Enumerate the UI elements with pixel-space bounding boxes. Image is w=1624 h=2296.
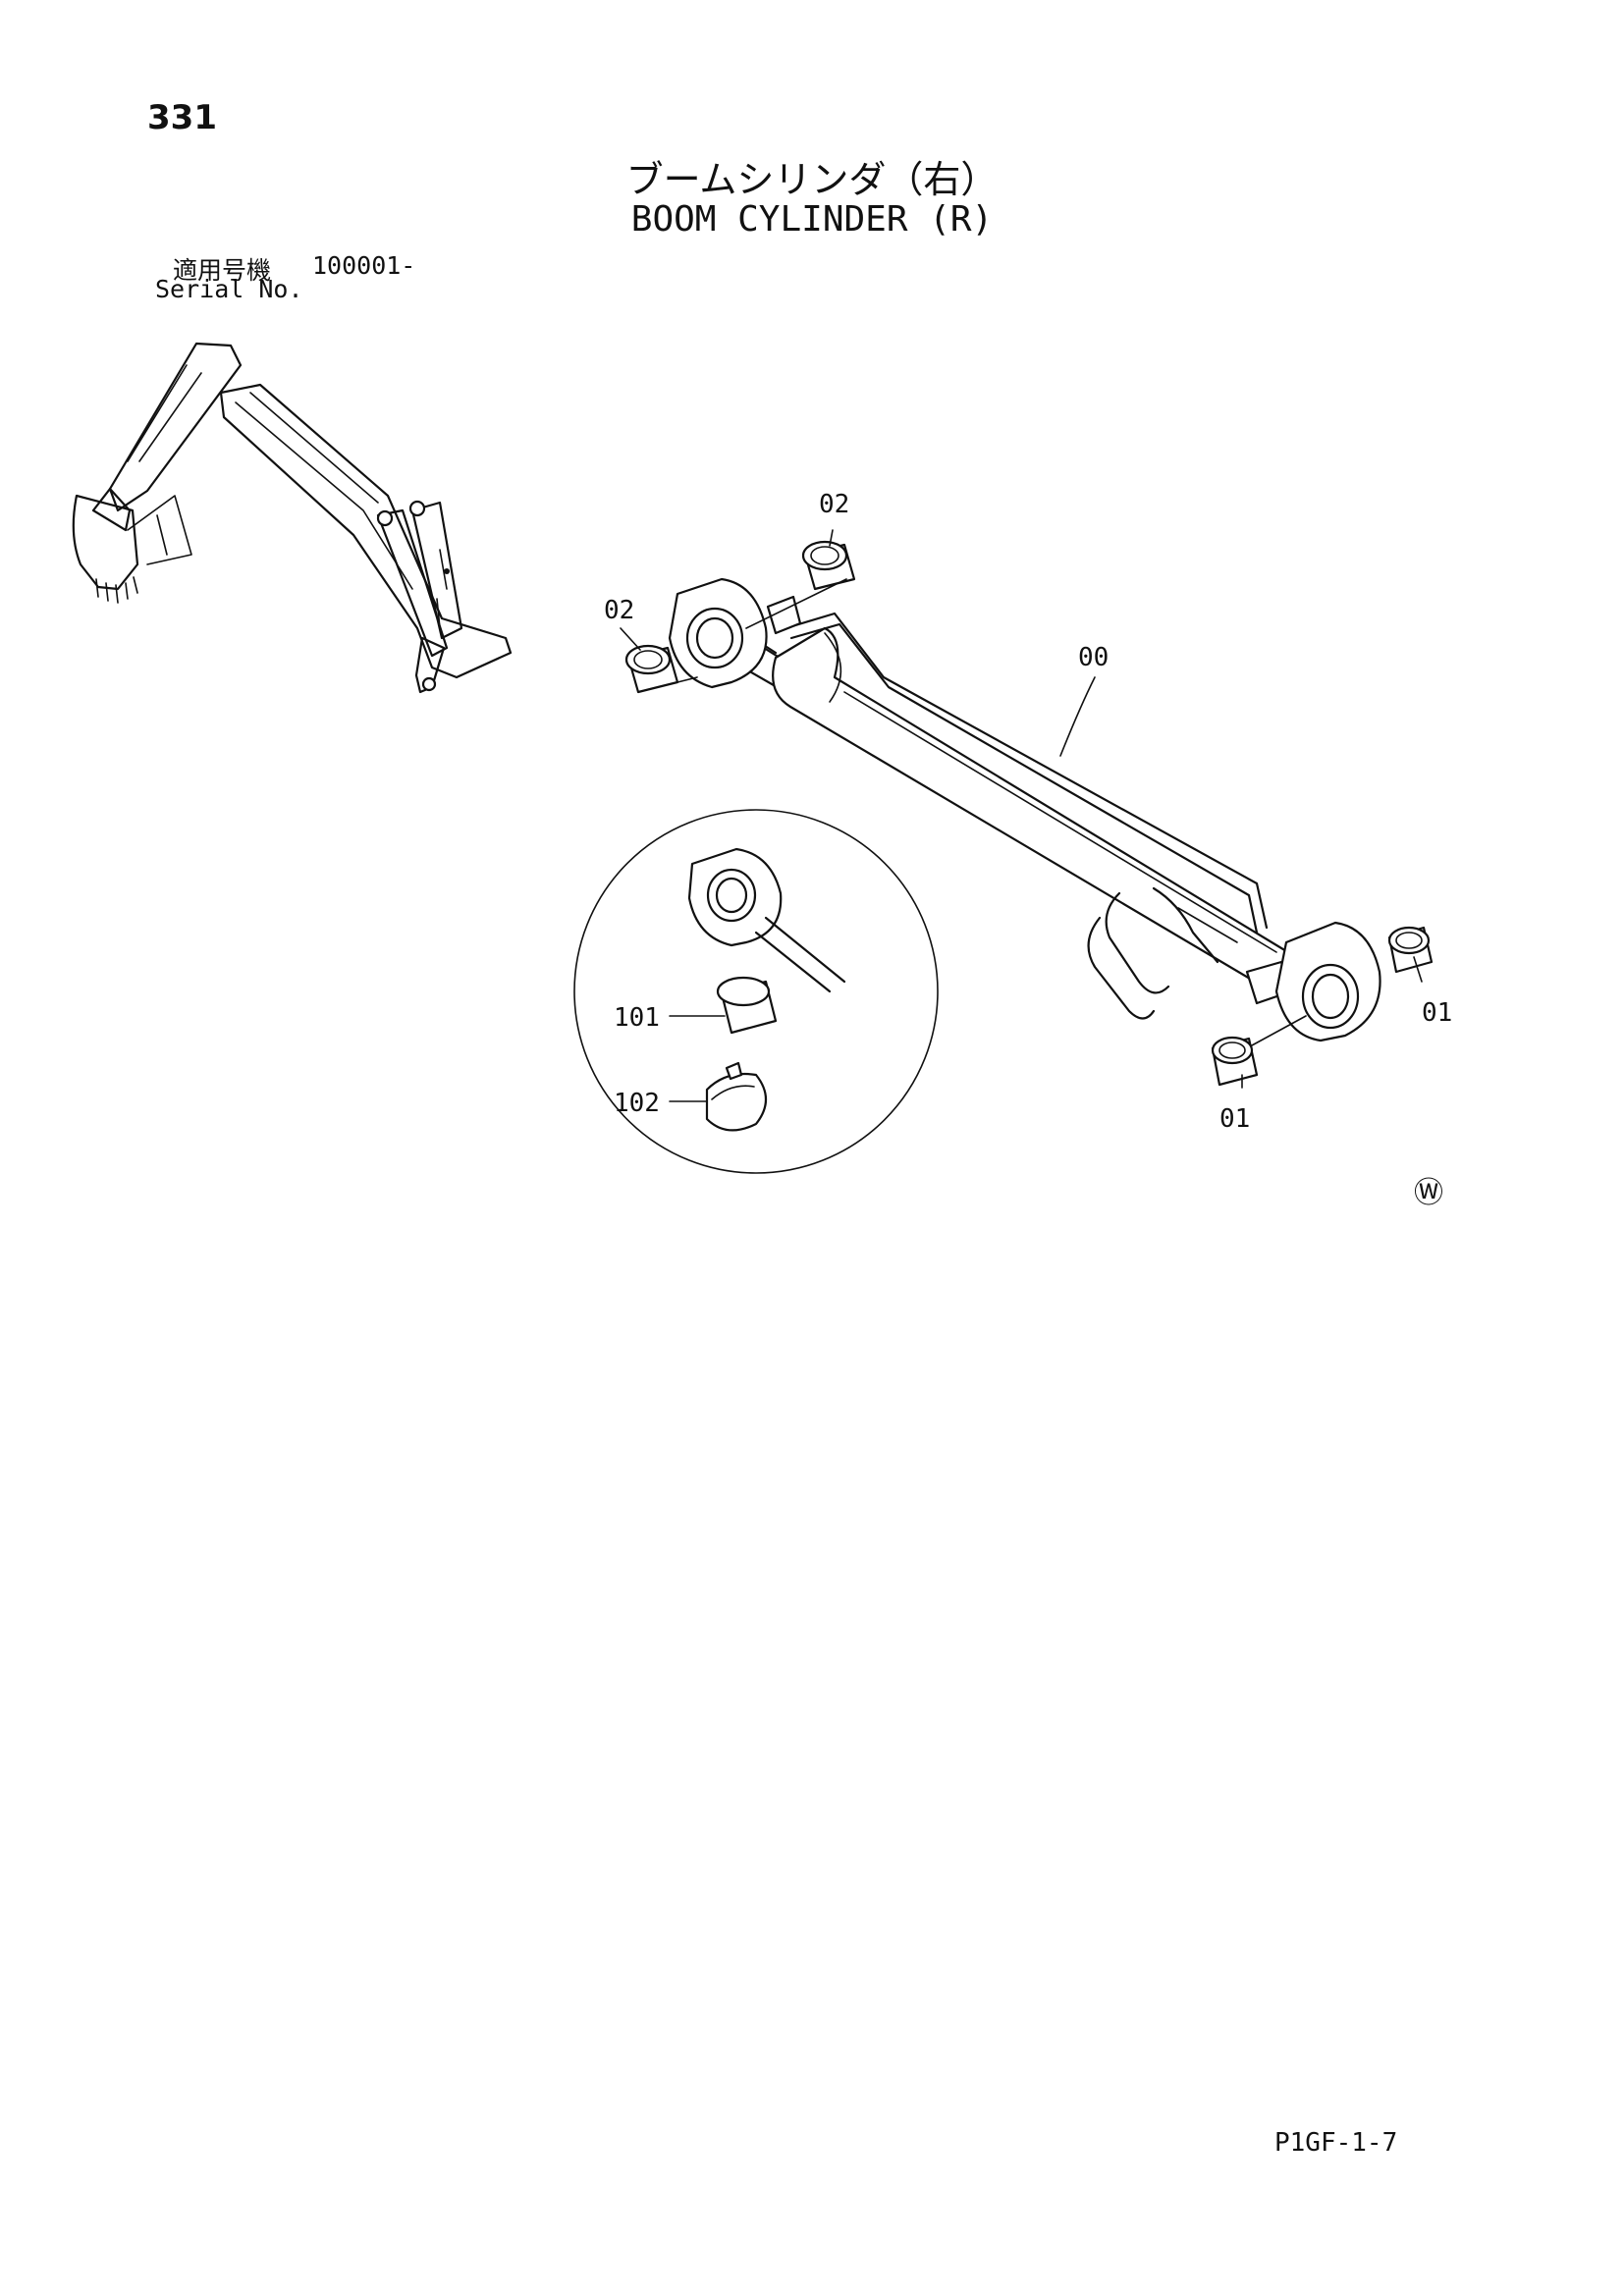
- serial-label-english: Serial No.: [155, 275, 303, 303]
- bushing-02-left: [624, 644, 679, 694]
- detail-circle: [573, 809, 939, 1174]
- title-japanese: ブームシリンダ（右）: [625, 158, 999, 201]
- page-code: P1GF-1-7: [1274, 2128, 1398, 2158]
- title-english: BOOM CYLINDER (R): [630, 199, 994, 240]
- callout-00: 00: [1078, 643, 1109, 672]
- w-mark-icon: Ⓦ: [1414, 1176, 1443, 1210]
- serial-number-value: 100001-: [312, 251, 416, 280]
- callout-101: 101: [614, 1003, 660, 1033]
- callout-01-right: 01: [1422, 998, 1452, 1028]
- callout-102: 102: [614, 1089, 660, 1118]
- boom-cylinder-assembly: [668, 577, 1381, 1042]
- excavator-overview-drawing: [72, 342, 513, 694]
- bushing-01-bottom: [1211, 1036, 1259, 1087]
- leader-lines: [620, 529, 1423, 1102]
- callout-02-left: 02: [604, 596, 634, 625]
- callout-02-top: 02: [819, 490, 849, 519]
- page-number: 331: [147, 98, 217, 137]
- callout-01-bottom: 01: [1219, 1104, 1250, 1134]
- bushing-02-top: [801, 540, 856, 591]
- serial-label-japanese: 適用号機: [173, 256, 272, 285]
- bushing-01-right: [1387, 926, 1434, 974]
